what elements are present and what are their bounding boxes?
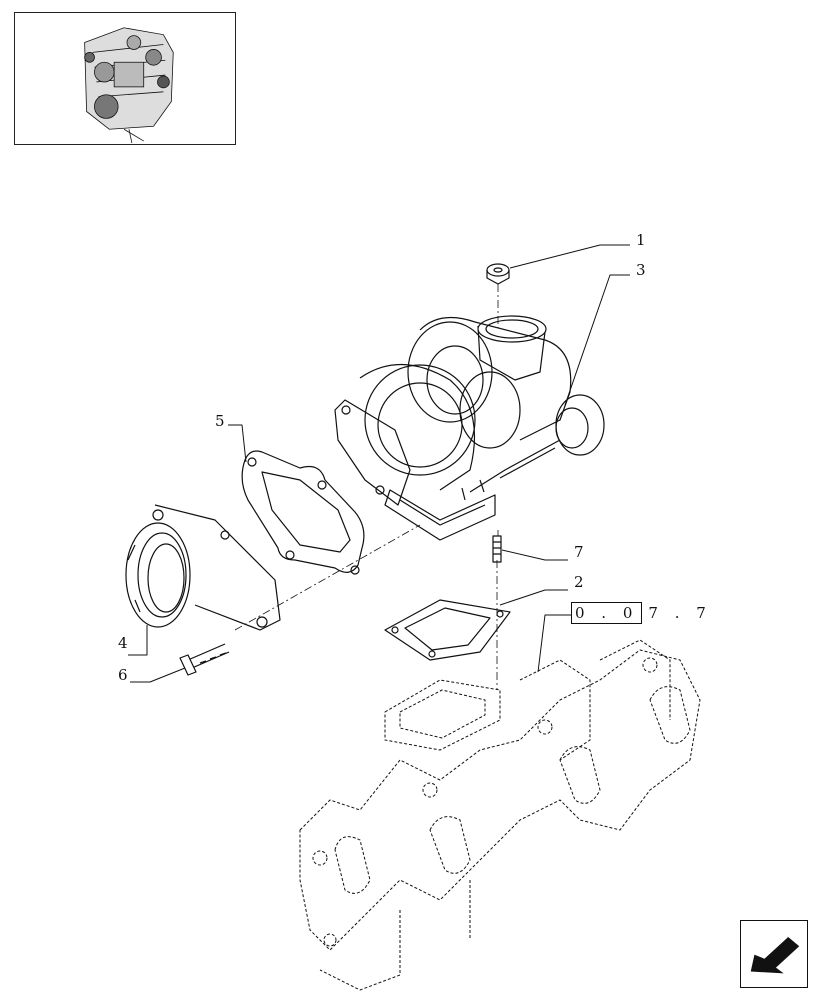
engine-thumbnail-icon — [84, 27, 174, 144]
part-5-gasket — [241, 450, 365, 575]
callout-7[interactable]: 7 — [574, 543, 584, 561]
callout-2[interactable]: 2 — [574, 573, 584, 591]
callout-3[interactable]: 3 — [636, 261, 646, 279]
exhaust-manifold-reference — [299, 639, 701, 991]
assembly-axis-lines — [234, 284, 499, 690]
reference-link[interactable]: 0 . 0 7 . 7 — [571, 602, 712, 624]
back-arrow-icon — [750, 935, 800, 974]
part-1-nut — [486, 263, 510, 285]
callout-6[interactable]: 6 — [118, 666, 128, 684]
engine-thumbnail[interactable] — [14, 12, 236, 145]
callout-1[interactable]: 1 — [636, 231, 646, 249]
back-navigation-button[interactable] — [740, 920, 808, 988]
callout-5[interactable]: 5 — [215, 412, 225, 430]
part-2-gasket — [384, 599, 511, 661]
callout-4[interactable]: 4 — [118, 634, 128, 652]
part-6-bolt — [179, 643, 230, 676]
callout-leaders — [128, 244, 630, 683]
reference-code-boxed: 0 . 0 — [571, 602, 643, 624]
part-7-stud — [492, 535, 502, 563]
reference-code-suffix: 7 . 7 — [648, 604, 712, 622]
part-3-turbocharger — [334, 315, 605, 541]
part-4-elbow — [125, 504, 281, 631]
